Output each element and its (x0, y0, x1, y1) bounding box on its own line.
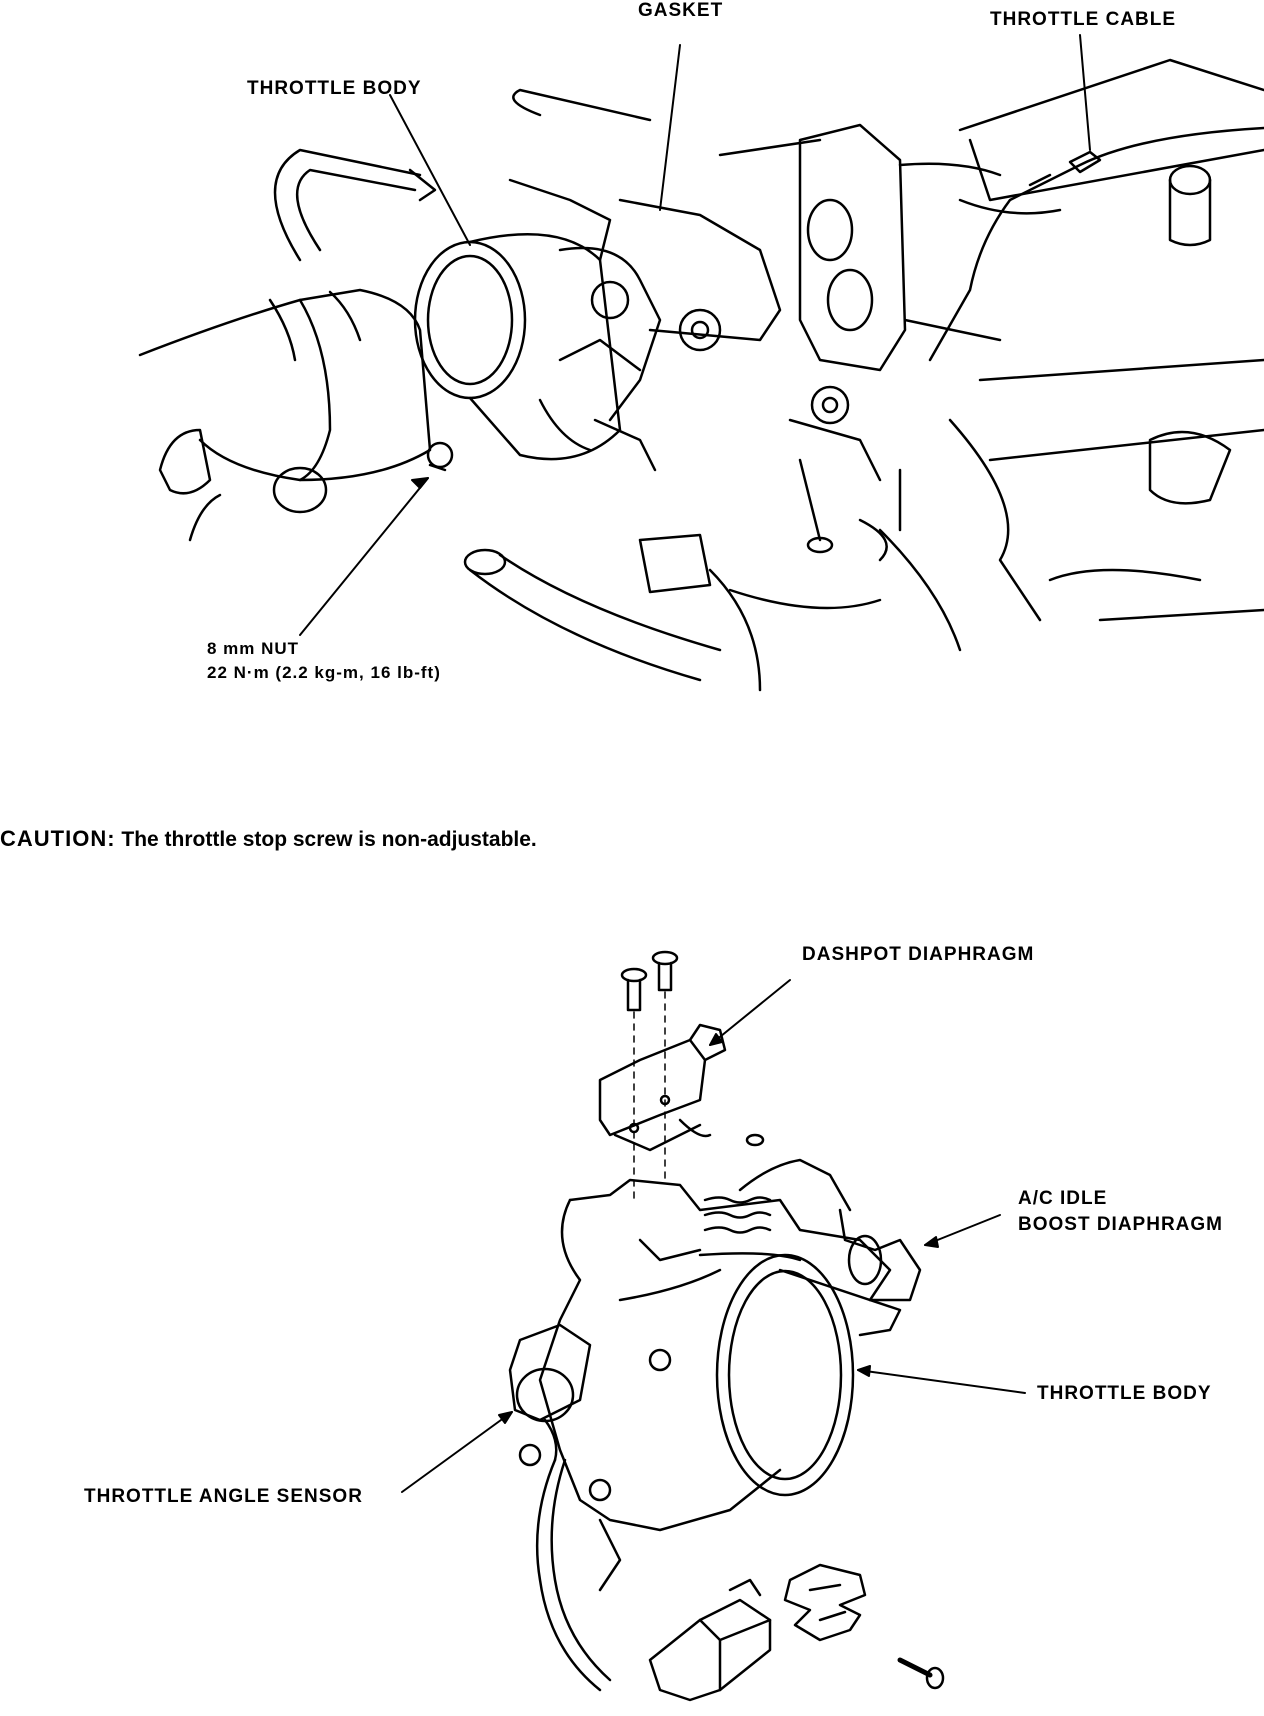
bolt-and-fittings (788, 385, 888, 562)
clip-and-screw (783, 1563, 945, 1690)
leader-throttle-cable (1079, 34, 1091, 151)
dashpot-diaphragm-drawing (598, 1023, 727, 1152)
throttle-cable-drawing (928, 126, 1264, 362)
label-ac-idle-line1: A/C IDLE (1018, 1188, 1108, 1209)
leader-gasket (659, 44, 681, 211)
caution-note: CAUTION: The throttle stop screw is non-… (0, 826, 537, 852)
breather-hose (273, 148, 437, 262)
spring (703, 1133, 772, 1234)
label-throttle-body-bottom: THROTTLE BODY (1037, 1383, 1212, 1404)
label-nut-spec-line2: 22 N·m (2.2 kg-m, 16 lb-ft) (207, 663, 441, 682)
bottom-leader-lines (401, 979, 1026, 1493)
throttle-angle-sensor-drawing (508, 1323, 612, 1692)
label-throttle-cable: THROTTLE CABLE (990, 9, 1177, 30)
label-ac-idle-line2: BOOST DIAPHRAGM (1018, 1214, 1223, 1235)
leader-throttle-body (389, 94, 471, 246)
label-gasket: GASKET (638, 0, 724, 21)
engine-block (898, 58, 1264, 622)
caution-word: CAUTION: (0, 826, 116, 851)
label-nut-spec-line1: 8 mm NUT (207, 639, 300, 658)
dashpot-screws (620, 950, 679, 1201)
label-dashpot-diaphragm: DASHPOT DIAPHRAGM (802, 944, 1035, 965)
engine-assembly-illustration (138, 34, 1264, 692)
leader-throttle-body-bottom (857, 1369, 1026, 1394)
throttle-body-top (413, 178, 722, 472)
leader-ac-idle (924, 1214, 1001, 1246)
leader-nut (299, 477, 429, 636)
leader-throttle-angle-sensor (401, 1411, 513, 1493)
intake-manifold (512, 88, 1002, 372)
throttle-body-bottom (538, 1178, 892, 1592)
intake-duct (138, 288, 432, 542)
ac-idle-boost-diaphragm-drawing (738, 1158, 922, 1337)
sensor-connector (648, 1578, 772, 1702)
label-throttle-body-top: THROTTLE BODY (247, 78, 422, 99)
lower-hoses (463, 528, 962, 692)
top-leader-lines (299, 34, 1091, 636)
caution-text: The throttle stop screw is non-adjustabl… (115, 828, 537, 851)
leader-dashpot (709, 979, 791, 1046)
label-throttle-angle-sensor: THROTTLE ANGLE SENSOR (84, 1486, 363, 1507)
